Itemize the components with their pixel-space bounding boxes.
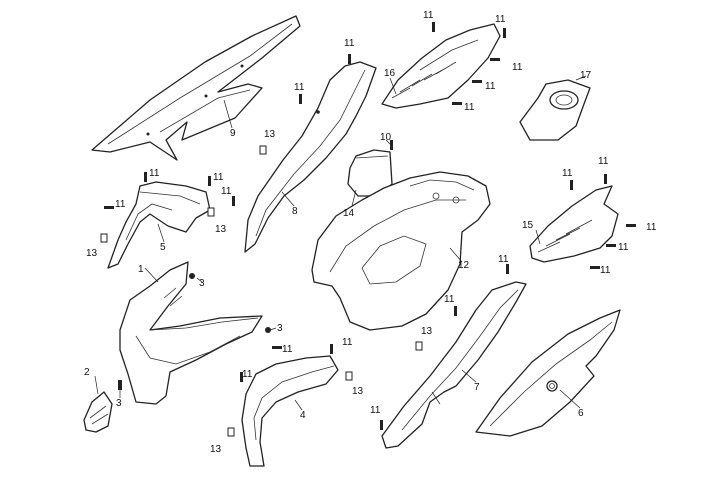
screw-label: 11 [444, 294, 455, 305]
screw-label: 11 [282, 344, 293, 355]
part-label-2: 2 [84, 367, 90, 378]
screw-icon [330, 344, 333, 354]
screw-label: 11 [598, 156, 609, 167]
screw-icon [432, 22, 435, 32]
screw-label: 11 [294, 82, 305, 93]
clip-label: 13 [264, 129, 276, 140]
part-label-3: 3 [116, 398, 122, 409]
screw-label: 11 [423, 10, 434, 21]
part-label-10: 10 [380, 132, 392, 143]
screw-icon [606, 244, 616, 247]
small-part-icon [118, 380, 122, 390]
part-label-9: 9 [230, 128, 236, 139]
part-8-center-side-strip [244, 61, 377, 253]
part-labels: 1 2 3 3 3 4 5 6 7 8 9 10 12 14 15 16 17 … [84, 10, 657, 455]
clip-icon [207, 207, 215, 217]
part-label-1: 1 [138, 264, 144, 275]
screw-icon [452, 102, 462, 105]
part-label-7: 7 [474, 382, 480, 393]
part-17-cup-cover [519, 79, 591, 141]
clip-icon [259, 145, 267, 155]
clip-label: 13 [352, 386, 364, 397]
screw-label: 11 [342, 337, 353, 348]
clip-icon [227, 427, 235, 437]
part-7-floor-side-panel [381, 281, 527, 449]
part-label-14: 14 [343, 208, 355, 219]
part-12-storage-tub [311, 171, 491, 331]
part-label-3: 3 [277, 323, 283, 334]
screw-icon [240, 372, 243, 382]
part-5-front-side-cover [107, 181, 211, 269]
part-1-front-leg-shield [119, 261, 263, 405]
screw-icon [490, 58, 500, 61]
part-label-8: 8 [292, 206, 298, 217]
part-15-right-bracket-panel [529, 185, 619, 263]
screw-label: 11 [149, 168, 160, 179]
screw-icon [472, 80, 482, 83]
clip-icon [415, 341, 423, 351]
screw-icon [503, 28, 506, 38]
screw-label: 11 [344, 38, 355, 49]
screw-icon [144, 172, 147, 182]
part-label-17: 17 [580, 70, 592, 81]
screw-icon [626, 224, 636, 227]
grommet-icon [265, 327, 271, 333]
part-label-16: 16 [384, 68, 396, 79]
part-2-small-bracket [83, 391, 113, 433]
screw-icon [348, 54, 351, 64]
screw-label: 11 [495, 14, 506, 25]
part-label-12: 12 [458, 260, 470, 271]
clip-label: 13 [215, 224, 227, 235]
screw-label: 11 [115, 199, 126, 210]
part-label-3: 3 [199, 278, 205, 289]
screw-label: 11 [242, 369, 253, 380]
clip-icon [100, 233, 108, 243]
screw-icon [390, 140, 393, 150]
part-label-6: 6 [578, 408, 584, 419]
grommet-icon [189, 273, 195, 279]
screw-icon [604, 174, 607, 184]
screw-label: 11 [485, 81, 496, 92]
screw-icon [104, 206, 114, 209]
screw-icon [380, 420, 383, 430]
screw-label: 11 [370, 405, 381, 416]
screw-label: 11 [498, 254, 509, 265]
screw-icon [299, 94, 302, 104]
screw-label: 11 [600, 265, 611, 276]
screw-label: 11 [618, 242, 629, 253]
part-label-15: 15 [522, 220, 534, 231]
clip-icon [345, 371, 353, 381]
screw-label: 11 [646, 222, 657, 233]
screw-label: 11 [221, 186, 232, 197]
part-label-5: 5 [160, 242, 166, 253]
screw-icon [208, 176, 211, 186]
screw-icon [454, 306, 457, 316]
screw-label: 11 [512, 62, 523, 73]
screw-label: 11 [562, 168, 573, 179]
screw-icon [590, 266, 600, 269]
part-6-rear-side-panel-right [475, 309, 621, 437]
part-9-rear-side-panel [91, 15, 301, 161]
screw-icon [272, 346, 282, 349]
clip-label: 13 [86, 248, 98, 259]
fasteners [100, 22, 636, 437]
screw-label: 11 [213, 172, 224, 183]
screw-label: 11 [464, 102, 475, 113]
screw-icon [506, 264, 509, 274]
part-4-lower-side-cover [241, 355, 339, 467]
screw-icon [232, 196, 235, 206]
part-14-battery-box [347, 149, 393, 197]
screw-icon [570, 180, 573, 190]
clip-label: 13 [421, 326, 433, 337]
clip-label: 13 [210, 444, 222, 455]
part-16-bracket-panel [381, 23, 501, 109]
leader-lines [94, 75, 587, 411]
part-label-4: 4 [300, 410, 306, 421]
